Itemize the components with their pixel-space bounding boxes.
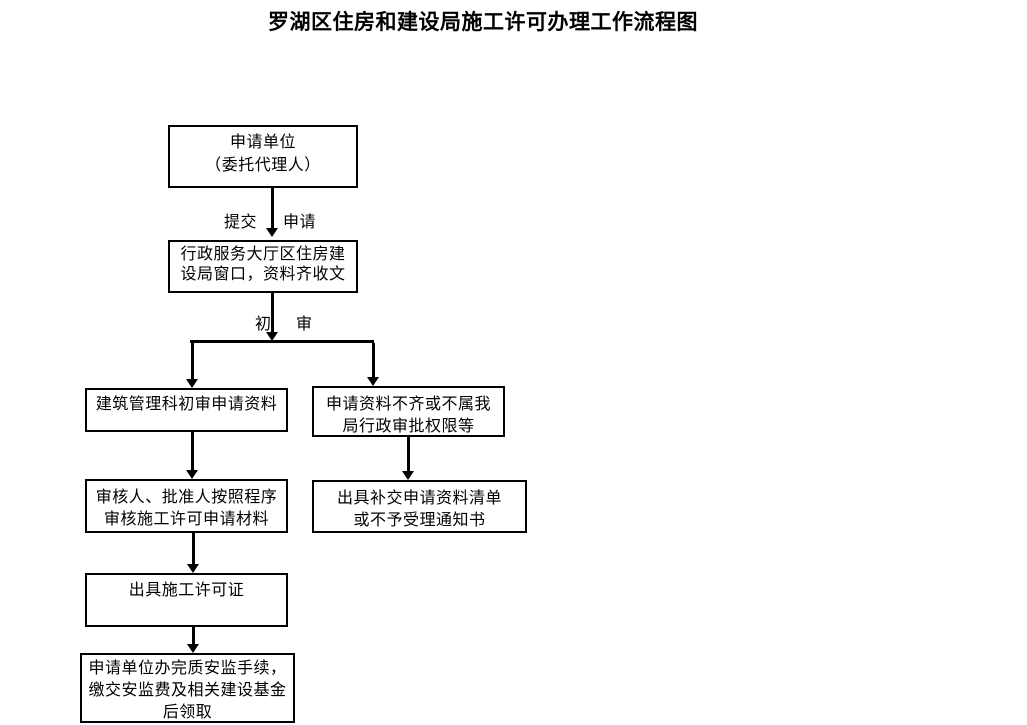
node-text-line: 出具施工许可证: [128, 582, 245, 599]
node-building-mgmt-review: 建筑管理科初审申请资料: [85, 388, 288, 432]
page-title: 罗湖区住房和建设局施工许可办理工作流程图: [268, 10, 698, 34]
node-text-line: 设局窗口，资料齐收文: [180, 266, 346, 283]
arrow-shaft: [406, 437, 410, 471]
node-reviewer-approver: 审核人、批准人按照程序 审核施工许可申请材料: [85, 479, 288, 533]
node-text-line: 缴交安监费及相关建设基金: [88, 682, 287, 699]
arrow-head-icon: [187, 644, 199, 653]
arrow-shaft: [270, 293, 274, 332]
node-text-line: 局行政审批权限等: [342, 418, 475, 435]
node-text-line: 出具补交申请资料清单: [336, 490, 502, 507]
edge-label-review-right: 审: [296, 316, 313, 333]
arrow-to-reviewer-approver: [186, 432, 198, 479]
arrow-submit-application: [266, 188, 278, 237]
edge-label-review-left: 初: [255, 316, 272, 333]
arrow-shaft: [191, 533, 195, 564]
node-text-line: 后领取: [162, 704, 213, 721]
node-text-line: 行政服务大厅区住房建: [180, 246, 346, 263]
arrow-head-icon: [266, 228, 278, 237]
node-text-line: 或不予受理通知书: [353, 512, 486, 529]
arrow-head-icon: [186, 379, 198, 388]
arrow-to-collect-permit: [187, 627, 199, 653]
arrow-head-icon: [402, 471, 414, 480]
arrow-to-supplement-notice: [402, 437, 414, 480]
node-text-line: 申请资料不齐或不属我: [325, 396, 491, 413]
arrow-branch-right: [367, 343, 379, 386]
edge-label-submit: 提交: [224, 214, 258, 231]
arrow-initial-review: [266, 293, 278, 341]
arrow-shaft: [190, 432, 194, 470]
branch-connector-line: [190, 340, 374, 343]
arrow-head-icon: [266, 332, 278, 341]
node-service-window: 行政服务大厅区住房建 设局窗口，资料齐收文: [168, 240, 358, 293]
edge-label-apply: 申请: [283, 214, 317, 231]
node-applicant: 申请单位 （委托代理人）: [168, 125, 358, 188]
arrow-shaft: [191, 627, 195, 644]
arrow-to-issue-permit: [187, 533, 199, 573]
arrow-head-icon: [187, 564, 199, 573]
arrow-shaft: [270, 188, 274, 228]
node-supplement-notice: 出具补交申请资料清单 或不予受理通知书: [312, 480, 527, 533]
arrow-branch-left: [186, 343, 198, 388]
arrow-shaft: [371, 343, 375, 377]
arrow-head-icon: [367, 377, 379, 386]
arrow-head-icon: [186, 470, 198, 479]
node-text-line: 申请单位办完质安监手续，: [88, 660, 287, 677]
node-text-line: 审核施工许可申请材料: [103, 511, 269, 528]
node-issue-permit: 出具施工许可证: [85, 573, 288, 627]
node-text-line: （委托代理人）: [205, 157, 321, 174]
node-text-line: 申请单位: [229, 134, 296, 151]
node-materials-incomplete: 申请资料不齐或不属我 局行政审批权限等: [312, 386, 505, 437]
node-text-line: 建筑管理科初审申请资料: [95, 396, 278, 413]
arrow-shaft: [190, 343, 194, 379]
node-collect-permit: 申请单位办完质安监手续， 缴交安监费及相关建设基金 后领取: [80, 653, 295, 723]
node-text-line: 审核人、批准人按照程序: [95, 489, 278, 506]
